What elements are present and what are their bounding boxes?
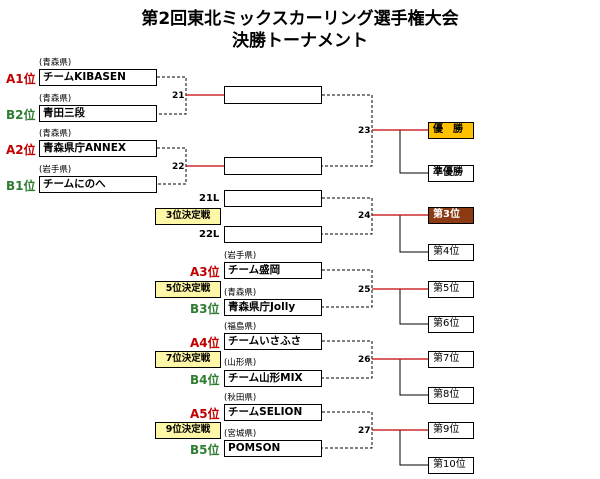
playoff-label: 5位決定戦: [155, 281, 221, 298]
team-prefecture: (宮城県): [224, 429, 257, 439]
team-prefecture: (青森県): [39, 129, 72, 139]
game-number: 25: [358, 285, 371, 295]
seed-label: A1位: [6, 72, 36, 86]
playoff-label: 3位決定戦: [155, 208, 221, 225]
loser-slot-22: [224, 226, 322, 243]
page-title: 第2回東北ミックスカーリング選手権大会: [141, 9, 459, 29]
game-number: 21: [172, 91, 185, 101]
team-prefecture: (山形県): [224, 358, 257, 368]
game-number: 23: [358, 126, 371, 136]
bracket-connector-25: [322, 269, 373, 308]
game-number: 27: [358, 426, 371, 436]
bracket-connector-26: [322, 340, 373, 379]
result-tenth: 第10位: [428, 457, 474, 474]
winner-slot-21: [224, 86, 322, 104]
result-runner-up: 準優勝: [428, 165, 474, 182]
result-fourth: 第4位: [428, 244, 474, 261]
seed-label: B5位: [190, 443, 220, 457]
result-champion: 優 勝: [428, 122, 474, 139]
team-prefecture: (岩手県): [224, 251, 257, 261]
sixth-connector: [399, 289, 428, 325]
team-box: POMSON: [224, 440, 322, 457]
team-box: 青森県庁Jolly: [224, 299, 322, 316]
seed-label: B1位: [6, 179, 36, 193]
team-box: チームいさふさ: [224, 333, 322, 350]
seed-label: A5位: [190, 407, 220, 421]
team-prefecture: (秋田県): [224, 393, 257, 403]
result-fifth: 第5位: [428, 281, 474, 298]
seed-label: A4位: [190, 336, 220, 350]
seed-label: B2位: [6, 108, 36, 122]
loser-label: 22L: [199, 229, 220, 240]
team-box: チームKIBASEN: [39, 69, 157, 86]
team-box: チームSELION: [224, 404, 322, 421]
game-number: 22: [172, 162, 185, 172]
winner-slot-22: [224, 157, 322, 175]
bracket-connector-24: [322, 197, 373, 235]
team-prefecture: (青森県): [39, 94, 72, 104]
team-box: チーム山形MIX: [224, 370, 322, 387]
team-box: チーム盛岡: [224, 262, 322, 279]
seed-label: A3位: [190, 265, 220, 279]
game-number: 24: [358, 211, 371, 221]
result-sixth: 第6位: [428, 316, 474, 333]
team-prefecture: (青森県): [224, 288, 257, 298]
result-seventh: 第7位: [428, 351, 474, 368]
eighth-connector: [399, 359, 428, 396]
tenth-connector: [399, 430, 428, 466]
game-number: 26: [358, 355, 371, 365]
team-box: 青田三段: [39, 105, 157, 122]
team-prefecture: (岩手県): [39, 165, 72, 175]
result-ninth: 第9位: [428, 422, 474, 439]
page-subtitle: 決勝トーナメント: [232, 31, 368, 51]
team-box: 青森県庁ANNEX: [39, 140, 157, 157]
runner-up-connector: [399, 130, 428, 174]
fourth-connector: [399, 215, 428, 253]
playoff-label: 9位決定戦: [155, 422, 221, 439]
result-third: 第3位: [428, 207, 474, 224]
result-eighth: 第8位: [428, 387, 474, 404]
seed-label: B4位: [190, 373, 220, 387]
team-prefecture: (青森県): [39, 58, 72, 68]
team-box: チームにのへ: [39, 176, 157, 193]
loser-label: 21L: [199, 193, 220, 204]
seed-label: A2位: [6, 143, 36, 157]
loser-slot-21: [224, 190, 322, 207]
seed-label: B3位: [190, 302, 220, 316]
team-prefecture: (福島県): [224, 322, 257, 332]
playoff-label: 7位決定戦: [155, 351, 221, 368]
